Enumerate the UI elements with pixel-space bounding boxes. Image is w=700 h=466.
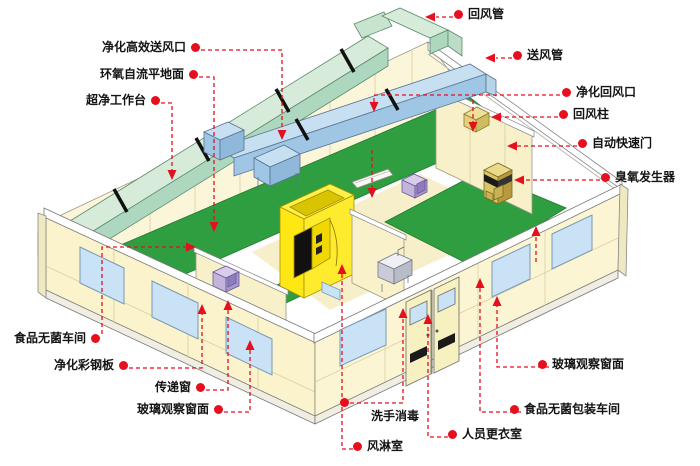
sterile-workshop-label: 食品无菌车间 (14, 331, 100, 345)
hall-wall (321, 208, 407, 309)
leader-dot (454, 10, 463, 20)
duct-flanges (112, 48, 356, 213)
supply-duct-flanges (294, 88, 400, 141)
leader-dot (578, 139, 587, 149)
front-left-wall (37, 207, 317, 425)
hepa-supply-outlet-label: 净化高效送风口 (102, 40, 200, 54)
leader-dot (559, 110, 568, 120)
leader-dot (214, 405, 223, 415)
glass-observation-window-label-right: 玻璃观察窗面 (538, 357, 624, 371)
leader-dot (353, 442, 362, 452)
air-shower-label: 风淋室 (353, 439, 403, 453)
leader-arrows (167, 12, 541, 350)
auto-rapid-door-label: 自动快速门 (578, 136, 652, 150)
leader-lines (101, 16, 600, 450)
changing-room-label: 人员更衣室 (448, 427, 522, 441)
leader-dot (191, 43, 200, 53)
leader-dot (91, 334, 100, 344)
air-shower-room (279, 183, 355, 299)
sterile-packaging-workshop-label: 食品无菌包装车间 (510, 402, 620, 416)
leader-dot (119, 361, 128, 371)
supply-air-duct-label: 送风管 (513, 48, 563, 62)
leader-dot (562, 88, 571, 98)
leader-dot (538, 360, 547, 370)
clean-workbench-label: 超净工作台 (86, 93, 160, 107)
double-door (405, 276, 460, 387)
leader-dot (448, 430, 457, 440)
pass-box-1 (401, 173, 428, 199)
return-air-column-label: 回风柱 (559, 107, 609, 121)
leader-dot (513, 51, 522, 61)
leader-dot (340, 398, 349, 407)
leader-dot (151, 96, 160, 106)
leader-dot (196, 383, 205, 393)
purified-return-air-inlet-label: 净化回风口 (562, 85, 636, 99)
ozone-generator-label: 臭氧发生器 (601, 170, 675, 184)
pass-window-label: 传递窗 (155, 380, 205, 394)
clean-steel-panel-label: 净化彩钢板 (54, 358, 128, 372)
glass-observation-window-label-left: 玻璃观察窗面 (137, 402, 223, 416)
leader-dot (189, 70, 198, 80)
observation-windows-right (339, 214, 593, 367)
hand-wash-sink (377, 246, 413, 292)
epoxy-floor-label: 环氧自流平地面 (100, 67, 198, 81)
pass-box-2 (212, 265, 240, 293)
return-air-duct-label: 回风管 (454, 7, 504, 21)
supply-air-duct (203, 63, 497, 190)
ozone-generator-cabinet (483, 162, 513, 205)
leader-dot (601, 173, 610, 183)
leader-dot (510, 405, 519, 415)
front-right-wall (313, 183, 629, 425)
hand-wash-disinfect-label: 洗手消毒 (371, 409, 420, 423)
